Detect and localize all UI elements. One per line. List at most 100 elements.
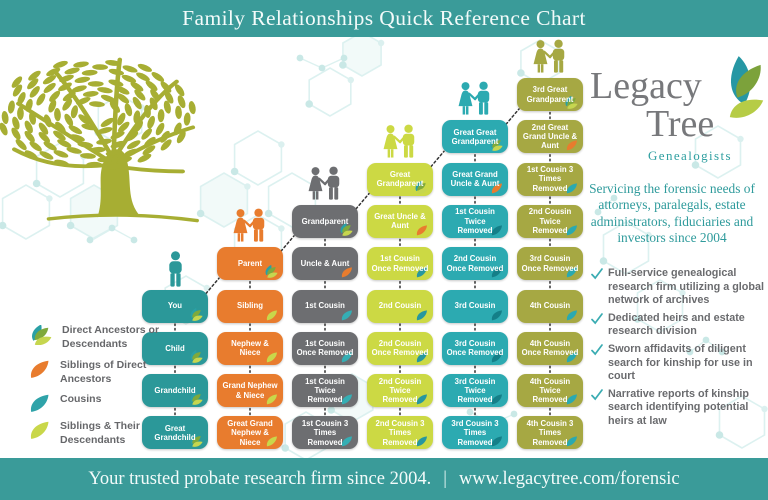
teal-leaf-icon: [491, 309, 502, 320]
teal-leaf-icon: [416, 394, 427, 405]
relationship-box: 1st Cousin 3 Times Removed: [292, 416, 358, 450]
relationship-box: 4th Cousin 3 Times Removed: [517, 416, 583, 450]
relationship-label: Grandchild: [154, 385, 196, 395]
check-icon: [591, 388, 603, 401]
relationship-label: You: [167, 301, 183, 311]
teal-leaf-icon: [30, 395, 49, 413]
lime-leaf-icon: [266, 436, 277, 447]
relationship-box: 2nd Cousin Twice Removed: [517, 204, 583, 238]
relationship-label: Grand Nephew & Niece: [222, 381, 278, 400]
check-icon: [591, 268, 603, 280]
teal-leaf-icon: [491, 225, 502, 236]
relationship-label: 1st Cousin 3 Times Removed: [301, 418, 349, 447]
teal-leaf-icon: [566, 352, 577, 363]
check-icon: [591, 344, 603, 356]
check-icon: [591, 312, 603, 325]
relationship-box: 3rd Cousin 3 Times Removed: [442, 416, 508, 450]
lime-leaf-icon: [30, 422, 49, 440]
legend-item: Siblings of Direct Ancestors: [26, 359, 166, 387]
relationship-label: 1st Cousin Twice Removed: [455, 207, 495, 236]
relationship-box: 4th Cousin Twice Removed: [517, 374, 583, 408]
relationship-label: Nephew & Niece: [231, 339, 269, 358]
logo-word-legacy: Legacy: [590, 65, 702, 107]
relationship-label: Great Uncle & Aunt: [374, 212, 426, 231]
relationship-box: 4th Cousin Once Removed: [517, 331, 583, 365]
relationship-label: 3rd Cousin: [454, 301, 496, 311]
lime-leaf-icon: [266, 352, 277, 363]
orange-leaf-icon: [341, 267, 352, 278]
legend-label: Siblings of Direct Ancestors: [60, 358, 147, 385]
relationship-label: 3rd Cousin Once Removed: [521, 254, 579, 273]
bullet-text: Sworn affidavits of diligent search for …: [608, 342, 753, 383]
couple-icon: [530, 39, 570, 82]
teal-leaf-icon: [491, 394, 502, 405]
relationship-label: 4th Cousin Once Removed: [521, 339, 579, 358]
relationship-label: 4th Cousin: [529, 301, 571, 311]
bullet-text: Full-service genealogical research firm …: [608, 267, 764, 307]
relationship-box: 3rd Great Grandparent: [517, 78, 583, 111]
relationship-label: 1st Cousin 3 Times Removed: [526, 165, 574, 193]
bullet-item: Dedicated heirs and estate research divi…: [591, 312, 768, 339]
relationship-label: 2nd Cousin Once Removed: [371, 339, 429, 358]
teal-leaf-icon: [566, 436, 577, 447]
leaf-cluster-icon: [265, 265, 278, 278]
relationship-label: 3rd Cousin Twice Removed: [454, 376, 496, 405]
relationship-label: 2nd Cousin Twice Removed: [378, 376, 422, 405]
lime-leaf-icon: [266, 309, 277, 320]
relationship-box: Uncle & Aunt: [292, 247, 358, 281]
orange-leaf-icon: [566, 140, 577, 151]
relationship-box: Great Grandparent: [367, 162, 433, 196]
teal-leaf-icon: [566, 267, 577, 278]
relationship-label: 1st Cousin: [305, 301, 345, 311]
leaf-cluster-icon: [190, 392, 203, 405]
legend: Direct Ancestors or Descendants Siblings…: [26, 324, 166, 455]
relationship-label: 4th Cousin Twice Removed: [529, 376, 571, 405]
teal-leaf-icon: [341, 436, 352, 447]
relationship-label: 1st Cousin Once Removed: [296, 339, 354, 358]
leaf-cluster-icon: [190, 434, 203, 448]
relationship-label: 2nd Cousin: [378, 301, 422, 311]
teal-leaf-icon: [566, 394, 577, 405]
relationship-label: Great Grand Uncle & Aunt: [450, 169, 500, 189]
logo-leaves-icon: [729, 56, 764, 118]
teal-leaf-icon: [341, 309, 352, 320]
bullet-text: Narrative reports of kinship search iden…: [608, 387, 749, 427]
single-person-icon: [168, 250, 182, 287]
teal-leaf-icon: [416, 309, 427, 320]
relationship-box: 3rd Cousin Once Removed: [442, 331, 508, 365]
teal-leaf-icon: [566, 183, 577, 193]
footer-text: Your trusted probate research firm since…: [88, 468, 432, 489]
relationship-box: 3rd Cousin Once Removed: [517, 247, 583, 281]
relationship-box: 2nd Cousin Once Removed: [442, 247, 508, 281]
relationship-box: Great Uncle & Aunt: [367, 204, 433, 238]
relationship-label: Uncle & Aunt: [300, 259, 350, 269]
footer-banner: Your trusted probate research firm since…: [0, 458, 768, 500]
relationship-box: 3rd Cousin: [442, 289, 508, 323]
relationship-label: 3rd Cousin 3 Times Removed: [451, 418, 499, 447]
teal-leaf-icon: [491, 352, 502, 363]
leaf-cluster-icon: [190, 307, 203, 321]
relationship-box: 2nd Cousin Once Removed: [367, 331, 433, 365]
single-person-icon: [165, 250, 186, 296]
relationship-box: 3rd Cousin Twice Removed: [442, 374, 508, 408]
teal-leaf-icon: [491, 436, 502, 447]
couple-icon: [305, 166, 345, 209]
relationship-box: Nephew & Niece: [217, 331, 283, 365]
couple-icon: [383, 124, 415, 158]
couple-icon: [380, 124, 420, 167]
couple-icon: [533, 39, 565, 73]
teal-leaf-icon: [416, 436, 427, 447]
teal-leaf-icon: [566, 309, 577, 320]
relationship-label: Parent: [237, 259, 263, 269]
leaf-cluster-icon: [190, 349, 203, 363]
leaf-cluster-icon: [32, 325, 52, 345]
relationship-label: Great Grandchild: [154, 423, 196, 442]
teal-leaf-icon: [416, 352, 427, 363]
legend-label: Direct Ancestors or Descendants: [62, 324, 160, 350]
relationship-box: Grand Nephew & Niece: [217, 374, 283, 408]
couple-icon: [458, 81, 490, 115]
relationship-label: Great Grandparent: [376, 169, 424, 189]
orange-leaf-icon: [491, 183, 502, 193]
legend-item: Cousins: [26, 393, 166, 413]
